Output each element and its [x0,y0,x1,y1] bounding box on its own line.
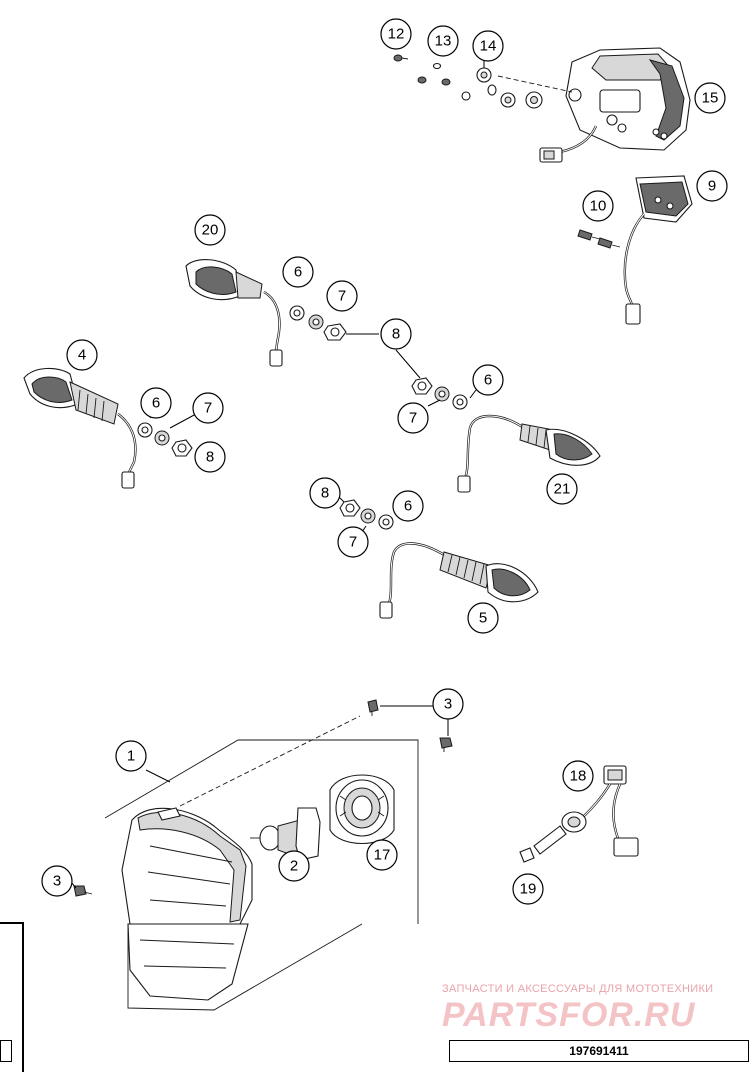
callout-6a: 6 [282,256,314,288]
watermark-tagline: ЗАПЧАСТИ И АКСЕССУАРЫ ДЛЯ МОТОТЕХНИКИ [442,983,714,995]
callout-7b: 7 [192,392,224,424]
svg-text:19: 19 [520,881,537,898]
svg-text:20: 20 [202,222,219,239]
svg-text:7: 7 [338,288,346,305]
license-plate-lamp [577,175,693,325]
callout-17: 17 [366,839,398,871]
callout-13: 13 [427,25,459,57]
headlight-bulb [250,807,321,861]
callout-21: 21 [546,473,578,505]
turn-signal-4 [23,367,137,489]
turn-signal-5 [379,542,539,619]
callout-8a: 8 [380,318,412,350]
svg-text:21: 21 [554,481,571,498]
headlight-housing [121,807,253,1001]
svg-text:17: 17 [374,847,391,864]
callout-10: 10 [582,190,614,222]
callout-7d: 7 [337,526,369,558]
cluster-fasteners [393,54,543,109]
svg-text:4: 4 [78,347,86,364]
callout-18: 18 [562,760,594,792]
svg-text:8: 8 [321,485,329,502]
callout-14: 14 [472,30,504,62]
svg-text:7: 7 [204,400,212,417]
callout-8b: 8 [194,441,226,473]
watermark-logo-text: PARTSFOR.RU [442,996,696,1034]
svg-text:3: 3 [53,873,61,890]
svg-text:2: 2 [290,858,298,875]
headlight-frame-outline [104,739,419,1011]
svg-text:13: 13 [435,33,452,50]
callout-8c: 8 [309,477,341,509]
fasteners-set-c [411,377,468,410]
frame-small-box [0,1040,12,1062]
callout-12: 12 [380,18,412,50]
screws-3 [73,699,453,897]
instrument-cluster [539,47,691,163]
svg-text:6: 6 [404,498,412,515]
callout-20: 20 [194,214,226,246]
svg-text:1: 1 [127,748,135,765]
svg-text:6: 6 [294,264,302,281]
svg-text:7: 7 [349,534,357,551]
callout-2: 2 [278,850,310,882]
svg-text:15: 15 [702,90,719,107]
callout-5: 5 [467,602,499,634]
bulb-socket-cover [329,774,395,845]
fasteners-set-a [289,305,347,341]
turn-signal-20 [185,259,283,367]
callout-3a: 3 [432,688,464,720]
turn-signal-21 [457,414,601,493]
frame-bracket-left [0,922,24,1072]
svg-text:5: 5 [479,610,487,627]
svg-text:9: 9 [708,178,716,195]
svg-text:8: 8 [392,326,400,343]
callout-6b: 6 [140,387,172,419]
callout-3b: 3 [41,865,73,897]
svg-text:8: 8 [206,449,214,466]
callout-6c: 6 [472,364,504,396]
callout-6d: 6 [392,490,424,522]
callout-4: 4 [66,339,98,371]
svg-text:10: 10 [590,198,607,215]
part-number-label: 197691411 [449,1040,749,1062]
callout-7c: 7 [397,402,429,434]
fasteners-set-b [137,422,193,457]
svg-text:7: 7 [409,410,417,427]
svg-text:18: 18 [570,768,587,785]
svg-text:6: 6 [484,372,492,389]
callout-19: 19 [512,873,544,905]
callout-15: 15 [694,82,726,114]
harness-18 [519,765,639,863]
callout-9: 9 [696,170,728,202]
svg-text:3: 3 [444,696,452,713]
callout-7a: 7 [326,280,358,312]
callout-1: 1 [115,740,147,772]
svg-text:12: 12 [388,26,405,43]
fasteners-set-d [339,499,394,530]
svg-text:6: 6 [152,395,160,412]
svg-text:14: 14 [480,38,497,55]
